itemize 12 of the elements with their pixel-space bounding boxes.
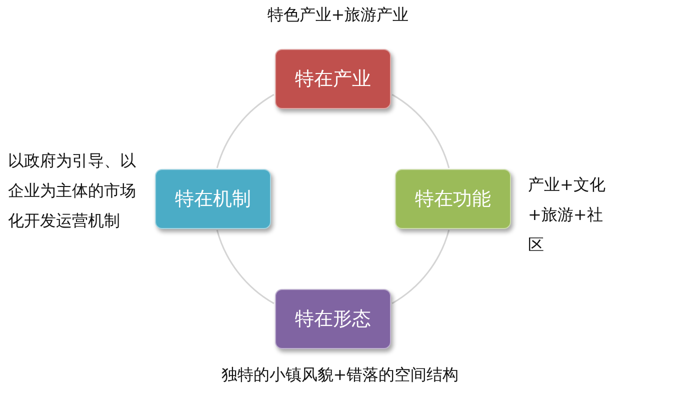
circle-arc — [392, 94, 450, 168]
rounded-box: 特在功能 — [395, 169, 511, 229]
rounded-box: 特在机制 — [155, 169, 271, 229]
circle-arc — [216, 94, 274, 168]
circle-arc — [216, 230, 274, 304]
rounded-box: 特在产业 — [275, 49, 391, 109]
circle-arc — [392, 230, 450, 304]
side-text: 独特的小镇风貌+错落的空间结构 — [220, 364, 460, 386]
side-text: 特色产业+旅游产业 — [266, 4, 410, 26]
side-text: 产业+文化+旅游+社区 — [528, 174, 606, 256]
side-text: 以政府为引导、以企业为主体的市场化开发运营机制 — [8, 150, 136, 232]
rounded-box: 特在形态 — [275, 289, 391, 349]
